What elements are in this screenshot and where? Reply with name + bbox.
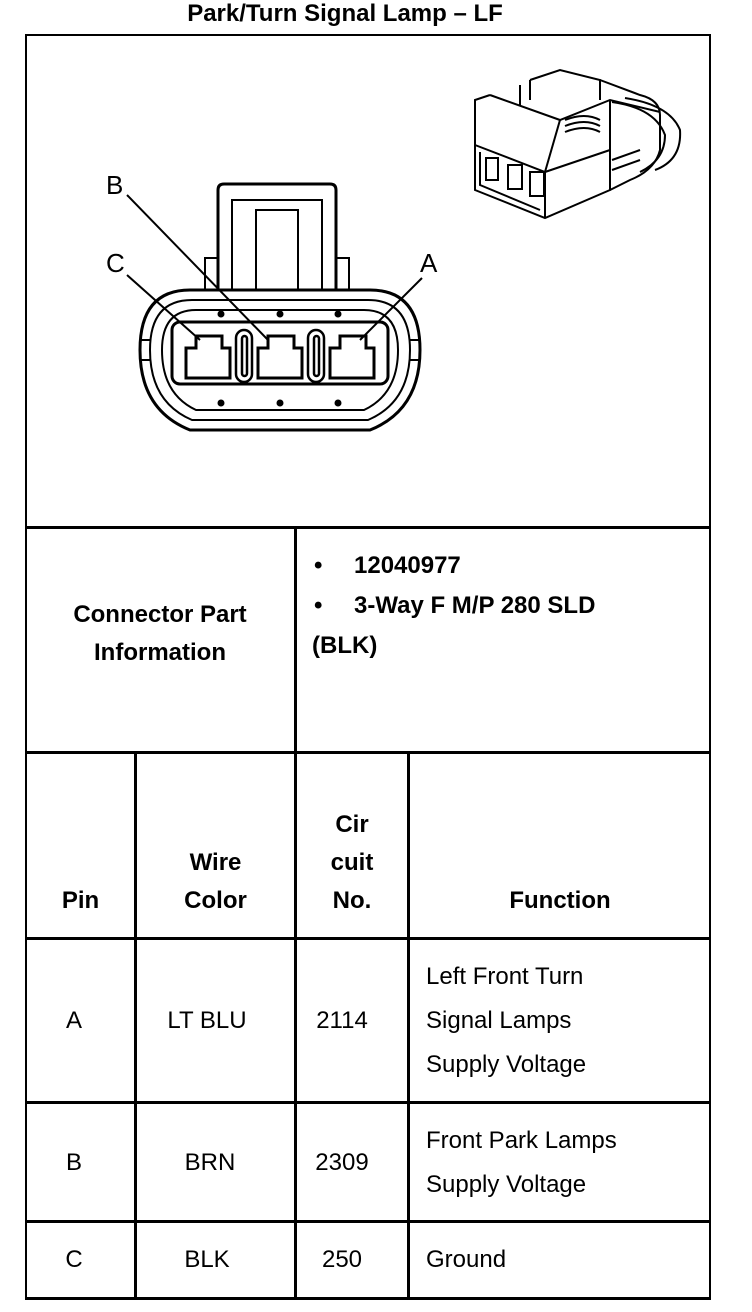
divider-info-vertical [294, 526, 297, 754]
table-row-a-pin: A [65, 1007, 82, 1034]
connector-part-details: • 12040977 • 3-Way F M/P 280 SLD (BLK) [312, 546, 702, 666]
connector-description: 3-Way F M/P 280 SLD [354, 592, 596, 619]
pin-leader-lines [126, 194, 423, 341]
divider-table-bottom [25, 1297, 711, 1300]
table-row-b-pin: B [65, 1149, 82, 1176]
table-row-a-function: Left Front Turn Signal Lamps Supply Volt… [426, 963, 587, 1078]
column-divider-3 [407, 751, 410, 1300]
connector-label-line2: Information [94, 639, 226, 666]
connector-part-information-label: Connector Part Information [27, 600, 293, 668]
column-divider-1 [134, 751, 137, 1300]
table-row-a-wire-color: LT BLU [167, 1007, 247, 1034]
connector-face [138, 182, 422, 432]
pin-label-a: A [420, 248, 438, 278]
terminal-cavity-a [328, 334, 376, 380]
column-divider-2 [294, 751, 297, 1300]
cavity-separators [234, 328, 326, 384]
pin-label-c: C [106, 248, 125, 278]
table-row-b-circuit: 2309 [315, 1149, 369, 1176]
header-function: Function [509, 887, 611, 914]
table-row-c-function: Ground [426, 1246, 507, 1273]
terminal-cavity-b [256, 334, 304, 380]
part-number: 12040977 [354, 552, 461, 579]
connector-label-line1: Connector Part [73, 601, 247, 628]
divider-header-top [25, 751, 711, 754]
divider-row-b [25, 1220, 711, 1223]
page-title: Park/Turn Signal Lamp – LF [187, 0, 503, 27]
table-row-c-pin: C [65, 1246, 83, 1273]
divider-header-bottom [25, 937, 711, 940]
table-row-a-circuit: 2114 [316, 1007, 368, 1034]
divider-row-a [25, 1101, 711, 1104]
bullet-icon: • [314, 592, 323, 619]
pin-label-b: B [106, 170, 123, 200]
connector-isometric-illustration [474, 68, 682, 220]
connector-table-frame [25, 34, 711, 1300]
bullet-icon: • [314, 552, 323, 579]
connector-description-cont: (BLK) [312, 632, 378, 659]
header-wire-color: Wire Color [184, 849, 247, 914]
terminal-cavity-c [184, 334, 232, 380]
table-row-c-circuit: 250 [321, 1246, 363, 1273]
connector-diagram: B C A [106, 68, 682, 432]
header-circuit-number: Cir cuit No. [330, 811, 374, 914]
table-row-b-function: Front Park Lamps Supply Voltage [426, 1127, 617, 1198]
table-row-b-wire-color: BRN [184, 1149, 236, 1176]
header-pin: Pin [61, 887, 100, 914]
table-row-c-wire-color: BLK [184, 1246, 230, 1273]
divider-diagram [25, 526, 711, 529]
